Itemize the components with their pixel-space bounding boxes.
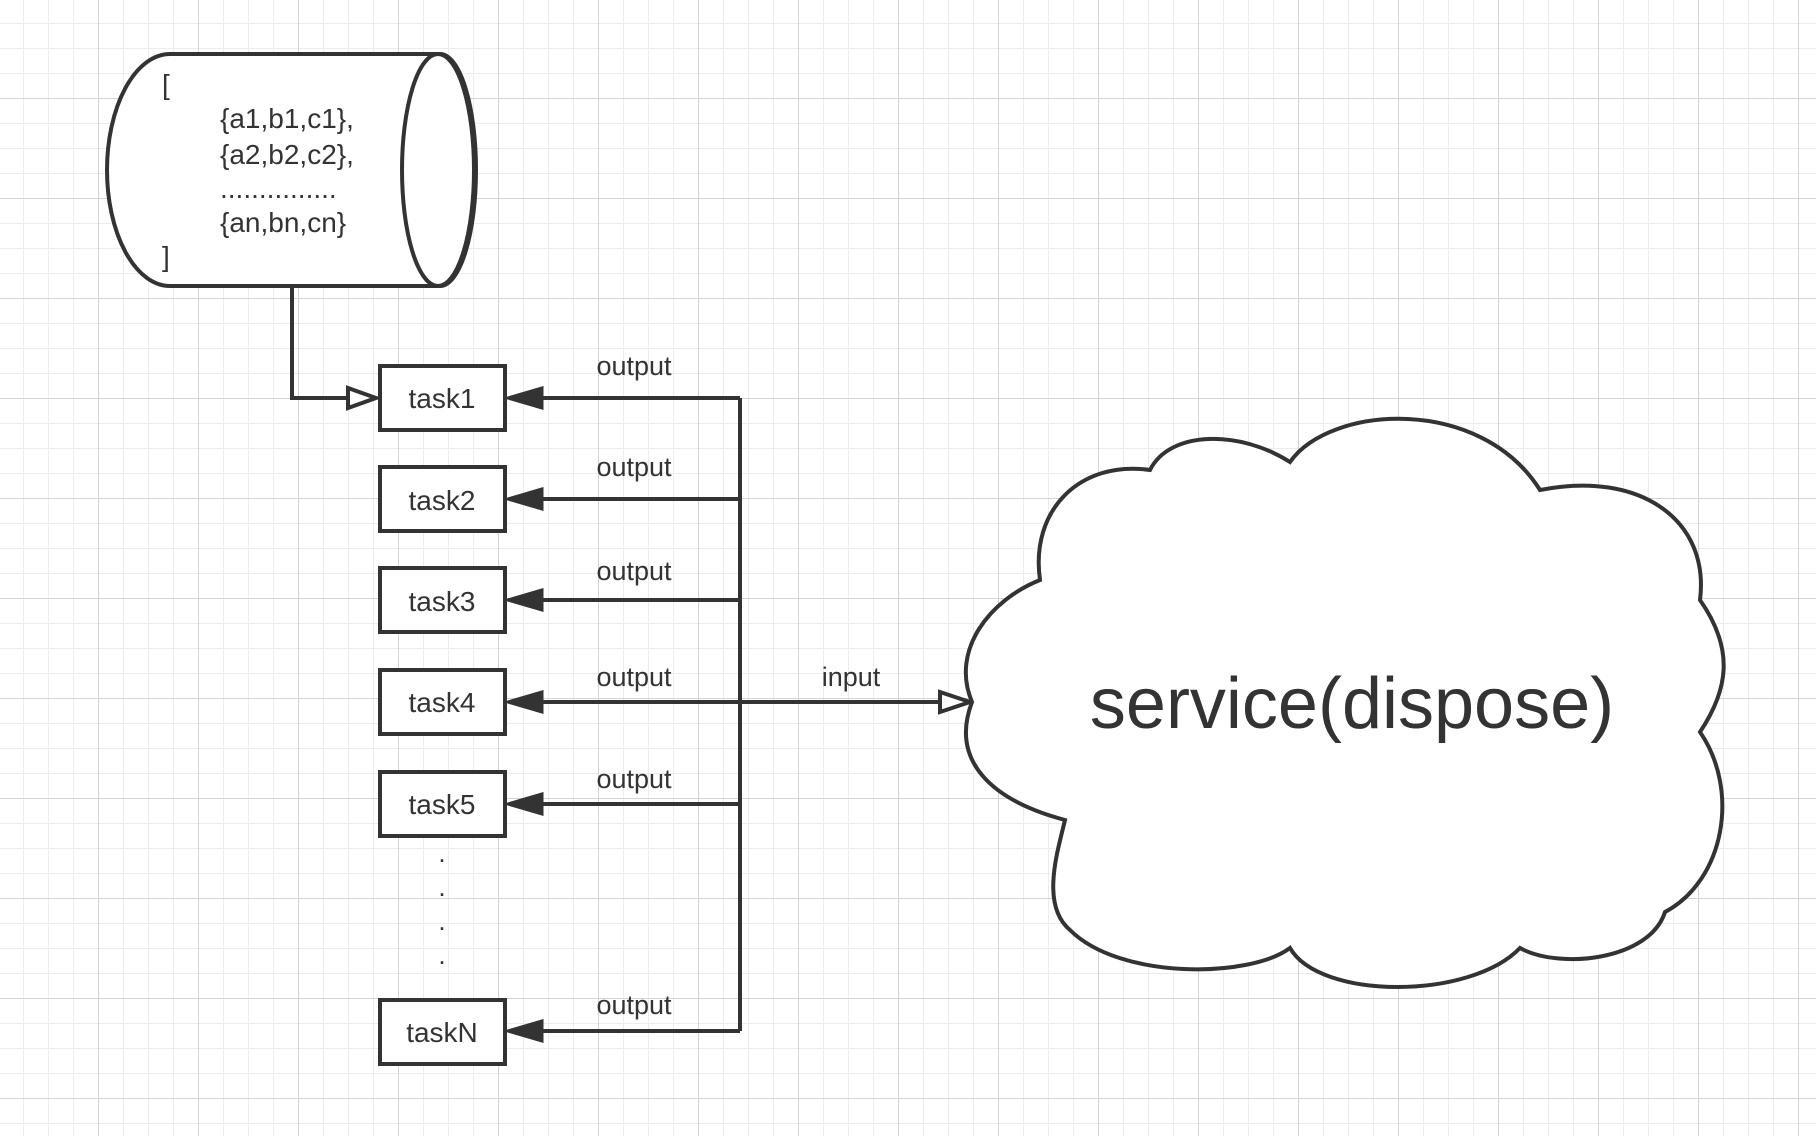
edge-output-task1 — [502, 385, 740, 411]
task-label: task4 — [409, 687, 476, 718]
ellipsis-dot: . — [438, 838, 445, 868]
database-open-bracket: [ — [162, 69, 170, 100]
output-label-task4: output — [596, 662, 672, 692]
task-ellipsis: . . . . — [438, 838, 445, 970]
database-cylinder[interactable]: [ {a1,b1,c1}, {a2,b2,c2}, ..............… — [105, 52, 478, 288]
output-label-task1: output — [596, 351, 672, 381]
task-box-4[interactable]: task4 — [378, 668, 507, 736]
task-label: task2 — [409, 485, 476, 516]
input-label: input — [822, 662, 881, 692]
database-row-n: {an,bn,cn} — [220, 207, 346, 238]
database-row-ellipsis: ............... — [220, 173, 337, 204]
task-label: task3 — [409, 586, 476, 617]
service-label: service(dispose) — [1090, 664, 1614, 744]
task-box-3[interactable]: task3 — [378, 566, 507, 634]
task-label: task5 — [409, 789, 476, 820]
edge-output-task3 — [502, 587, 740, 613]
task-box-5[interactable]: task5 — [378, 770, 507, 838]
edge-output-taskN — [502, 1018, 740, 1044]
task-box-2[interactable]: task2 — [378, 465, 507, 533]
service-cloud[interactable]: service(dispose) — [963, 416, 1726, 989]
output-label-taskN: output — [596, 990, 672, 1020]
output-label-task3: output — [596, 556, 672, 586]
edge-database-to-task1 — [290, 286, 382, 411]
edge-output-task2 — [502, 486, 740, 512]
edge-input-service — [740, 689, 977, 715]
edge-output-task4 — [502, 689, 740, 715]
task-label: task1 — [409, 383, 476, 414]
edge-output-task5 — [502, 791, 740, 817]
task-box-N[interactable]: taskN — [378, 998, 507, 1066]
ellipsis-dot: . — [438, 872, 445, 902]
database-close-bracket: ] — [162, 241, 170, 272]
task-box-1[interactable]: task1 — [378, 364, 507, 432]
ellipsis-dot: . — [438, 906, 445, 936]
database-row-2: {a2,b2,c2}, — [220, 139, 354, 170]
database-row-1: {a1,b1,c1}, — [220, 103, 354, 134]
task-label: taskN — [406, 1017, 478, 1048]
output-label-task5: output — [596, 764, 672, 794]
ellipsis-dot: . — [438, 940, 445, 970]
output-label-task2: output — [596, 452, 672, 482]
